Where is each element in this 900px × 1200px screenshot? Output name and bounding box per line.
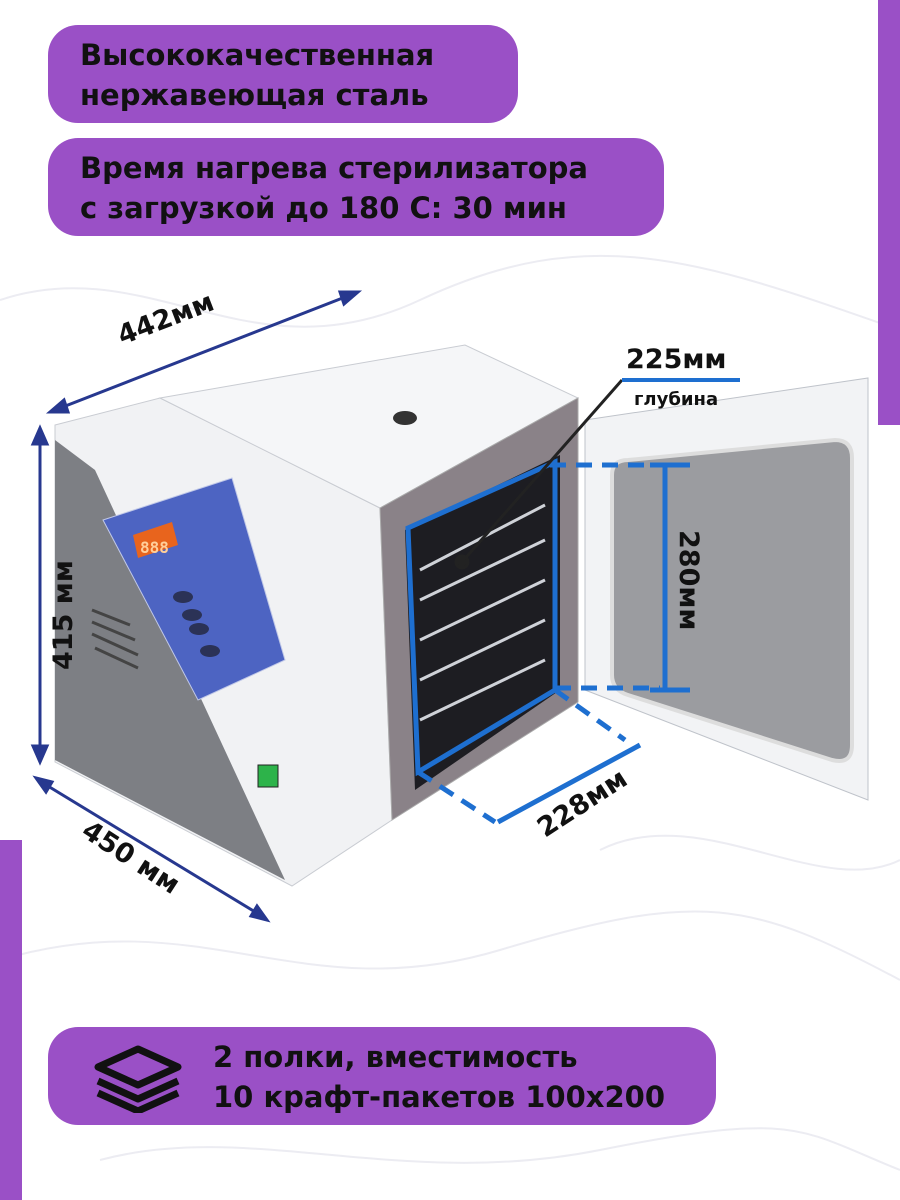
accent-bar-left — [0, 840, 22, 1200]
top-vent — [393, 411, 417, 425]
dimension-lines — [30, 290, 363, 923]
feature-text: Время нагрева стерилизатора — [80, 151, 588, 185]
chamber-height-label: 280мм — [673, 530, 704, 631]
feature-text: 2 полки, вместимость — [213, 1040, 578, 1074]
control-button[interactable] — [200, 645, 220, 657]
outer-depth-label: 450 мм — [76, 815, 185, 901]
feature-stainless-steel: Высококачественная нержавеющая сталь — [48, 25, 518, 123]
chamber-depth-label: 225мм — [626, 344, 727, 375]
side-panel — [55, 440, 285, 880]
chamber-depth-caption: глубина — [634, 389, 718, 410]
chamber-outline — [405, 458, 690, 825]
width-label: 442мм — [113, 287, 218, 352]
control-button[interactable] — [189, 623, 209, 635]
layers-icon — [94, 1045, 182, 1113]
height-label: 415 мм — [48, 560, 79, 670]
feature-capacity: 2 полки, вместимость 10 крафт-пакетов 10… — [48, 1027, 716, 1125]
background-pattern — [0, 254, 900, 1171]
accent-bar-right — [878, 0, 900, 425]
feature-text: Высококачественная — [80, 38, 435, 72]
feature-text: 10 крафт-пакетов 100х200 — [213, 1080, 665, 1114]
control-button[interactable] — [182, 609, 202, 621]
feature-heating-time: Время нагрева стерилизатора с загрузкой … — [48, 138, 664, 236]
control-buttons — [173, 591, 220, 657]
sterilizer: 888 — [54, 344, 869, 887]
display-reading: 888 — [140, 538, 169, 557]
chamber-interior — [405, 455, 560, 790]
power-switch[interactable] — [257, 764, 279, 788]
door-window — [610, 437, 854, 763]
vent-grille — [91, 608, 139, 670]
depth-pointer — [454, 378, 740, 570]
control-button[interactable] — [173, 591, 193, 603]
temperature-display — [133, 522, 178, 558]
feature-text: нержавеющая сталь — [80, 78, 429, 112]
feature-text: с загрузкой до 180 С: 30 мин — [80, 191, 567, 225]
